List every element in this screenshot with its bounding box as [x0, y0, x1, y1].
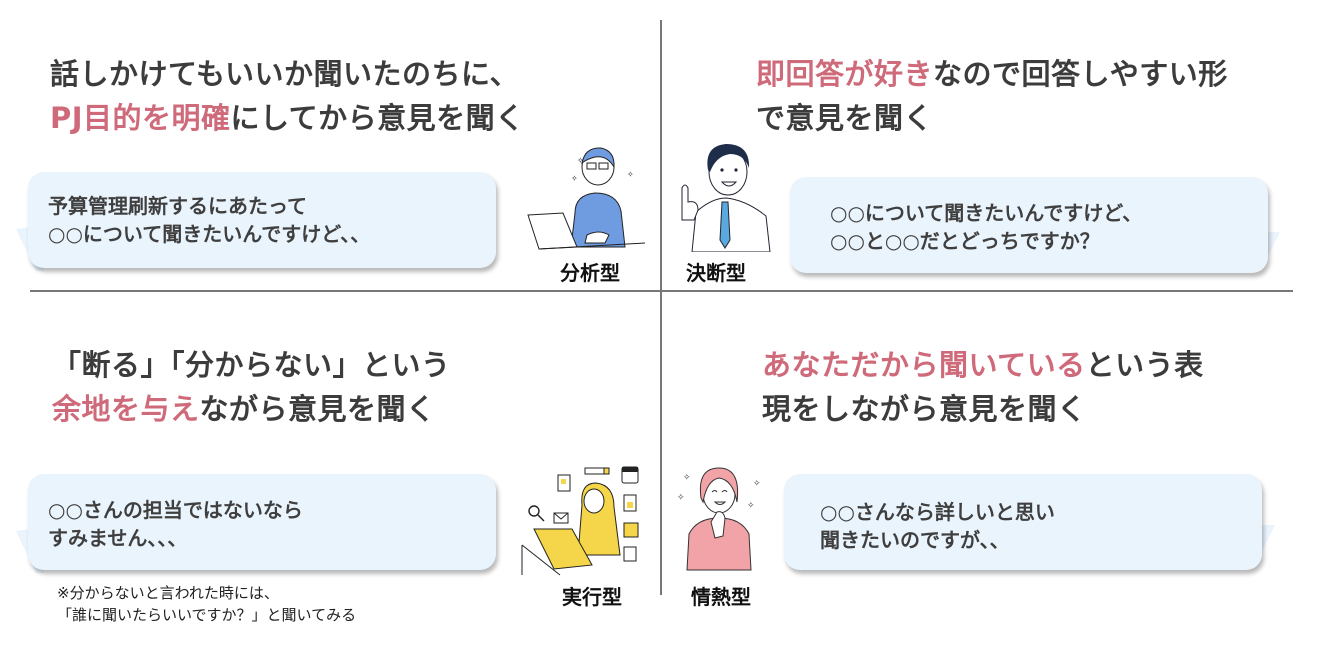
- heading-executor: 「断る」「分からない」という 余地を与えながら意見を聞く: [52, 348, 451, 426]
- woman-working-on-laptop-with-documents-icon: [521, 466, 639, 576]
- person-at-laptop-with-glasses-icon: ✧ ✧ ✧: [527, 147, 646, 250]
- svg-text:✧: ✧: [677, 493, 685, 503]
- speech-bubble-executor: ○○さんの担当ではないなら すみません、、、: [28, 474, 496, 570]
- highlight-text: PJ目的を明確: [50, 101, 231, 135]
- horizontal-divider: [30, 290, 1293, 292]
- type-label-passionate: 情熱型: [691, 585, 751, 609]
- type-label-analytical: 分析型: [560, 261, 620, 285]
- type-label-executor: 実行型: [562, 585, 622, 609]
- bubble-tail-right: [1257, 525, 1275, 561]
- svg-text:✧: ✧: [753, 479, 761, 489]
- speech-bubble-analytical: 予算管理刷新するにあたって ○○について聞きたいんですけど、、: [28, 172, 496, 268]
- footnote: ※分からないと言われた時には、 「誰に聞いたらいいですか？」と聞いてみる: [57, 584, 357, 624]
- heading-decisive: 即回答が好きなので回答しやすい形 で意見を聞く: [756, 57, 1228, 135]
- speech-bubble-decisive: ○○について聞きたいんですけど、 ○○と○○だとどっちですか？: [790, 177, 1268, 273]
- svg-text:✧: ✧: [577, 156, 584, 165]
- svg-text:✧: ✧: [683, 473, 691, 483]
- highlight-text: 即回答が好き: [756, 57, 934, 91]
- speech-bubble-passionate: ○○さんなら詳しいと思い 聞きたいのですが、、: [784, 474, 1262, 570]
- businessman-pointing-finger-icon: [681, 144, 771, 252]
- bubble-tail-right: [1262, 232, 1280, 268]
- svg-text:✧: ✧: [627, 170, 634, 179]
- heading-analytical: 話しかけてもいいか聞いたのちに、 PJ目的を明確にしてから意見を聞く: [50, 57, 525, 135]
- highlight-text: 余地を与え: [52, 392, 200, 426]
- woman-clasping-hands-excited-icon: ✧ ✧ ✧ ✧: [677, 467, 761, 571]
- highlight-text: あなただから聞いている: [762, 348, 1086, 382]
- svg-text:✧: ✧: [747, 501, 755, 511]
- heading-passionate: あなただから聞いているという表 現をしながら意見を聞く: [762, 348, 1204, 426]
- svg-text:✧: ✧: [571, 174, 578, 183]
- type-label-decisive: 決断型: [686, 261, 746, 285]
- vertical-divider: [660, 20, 662, 595]
